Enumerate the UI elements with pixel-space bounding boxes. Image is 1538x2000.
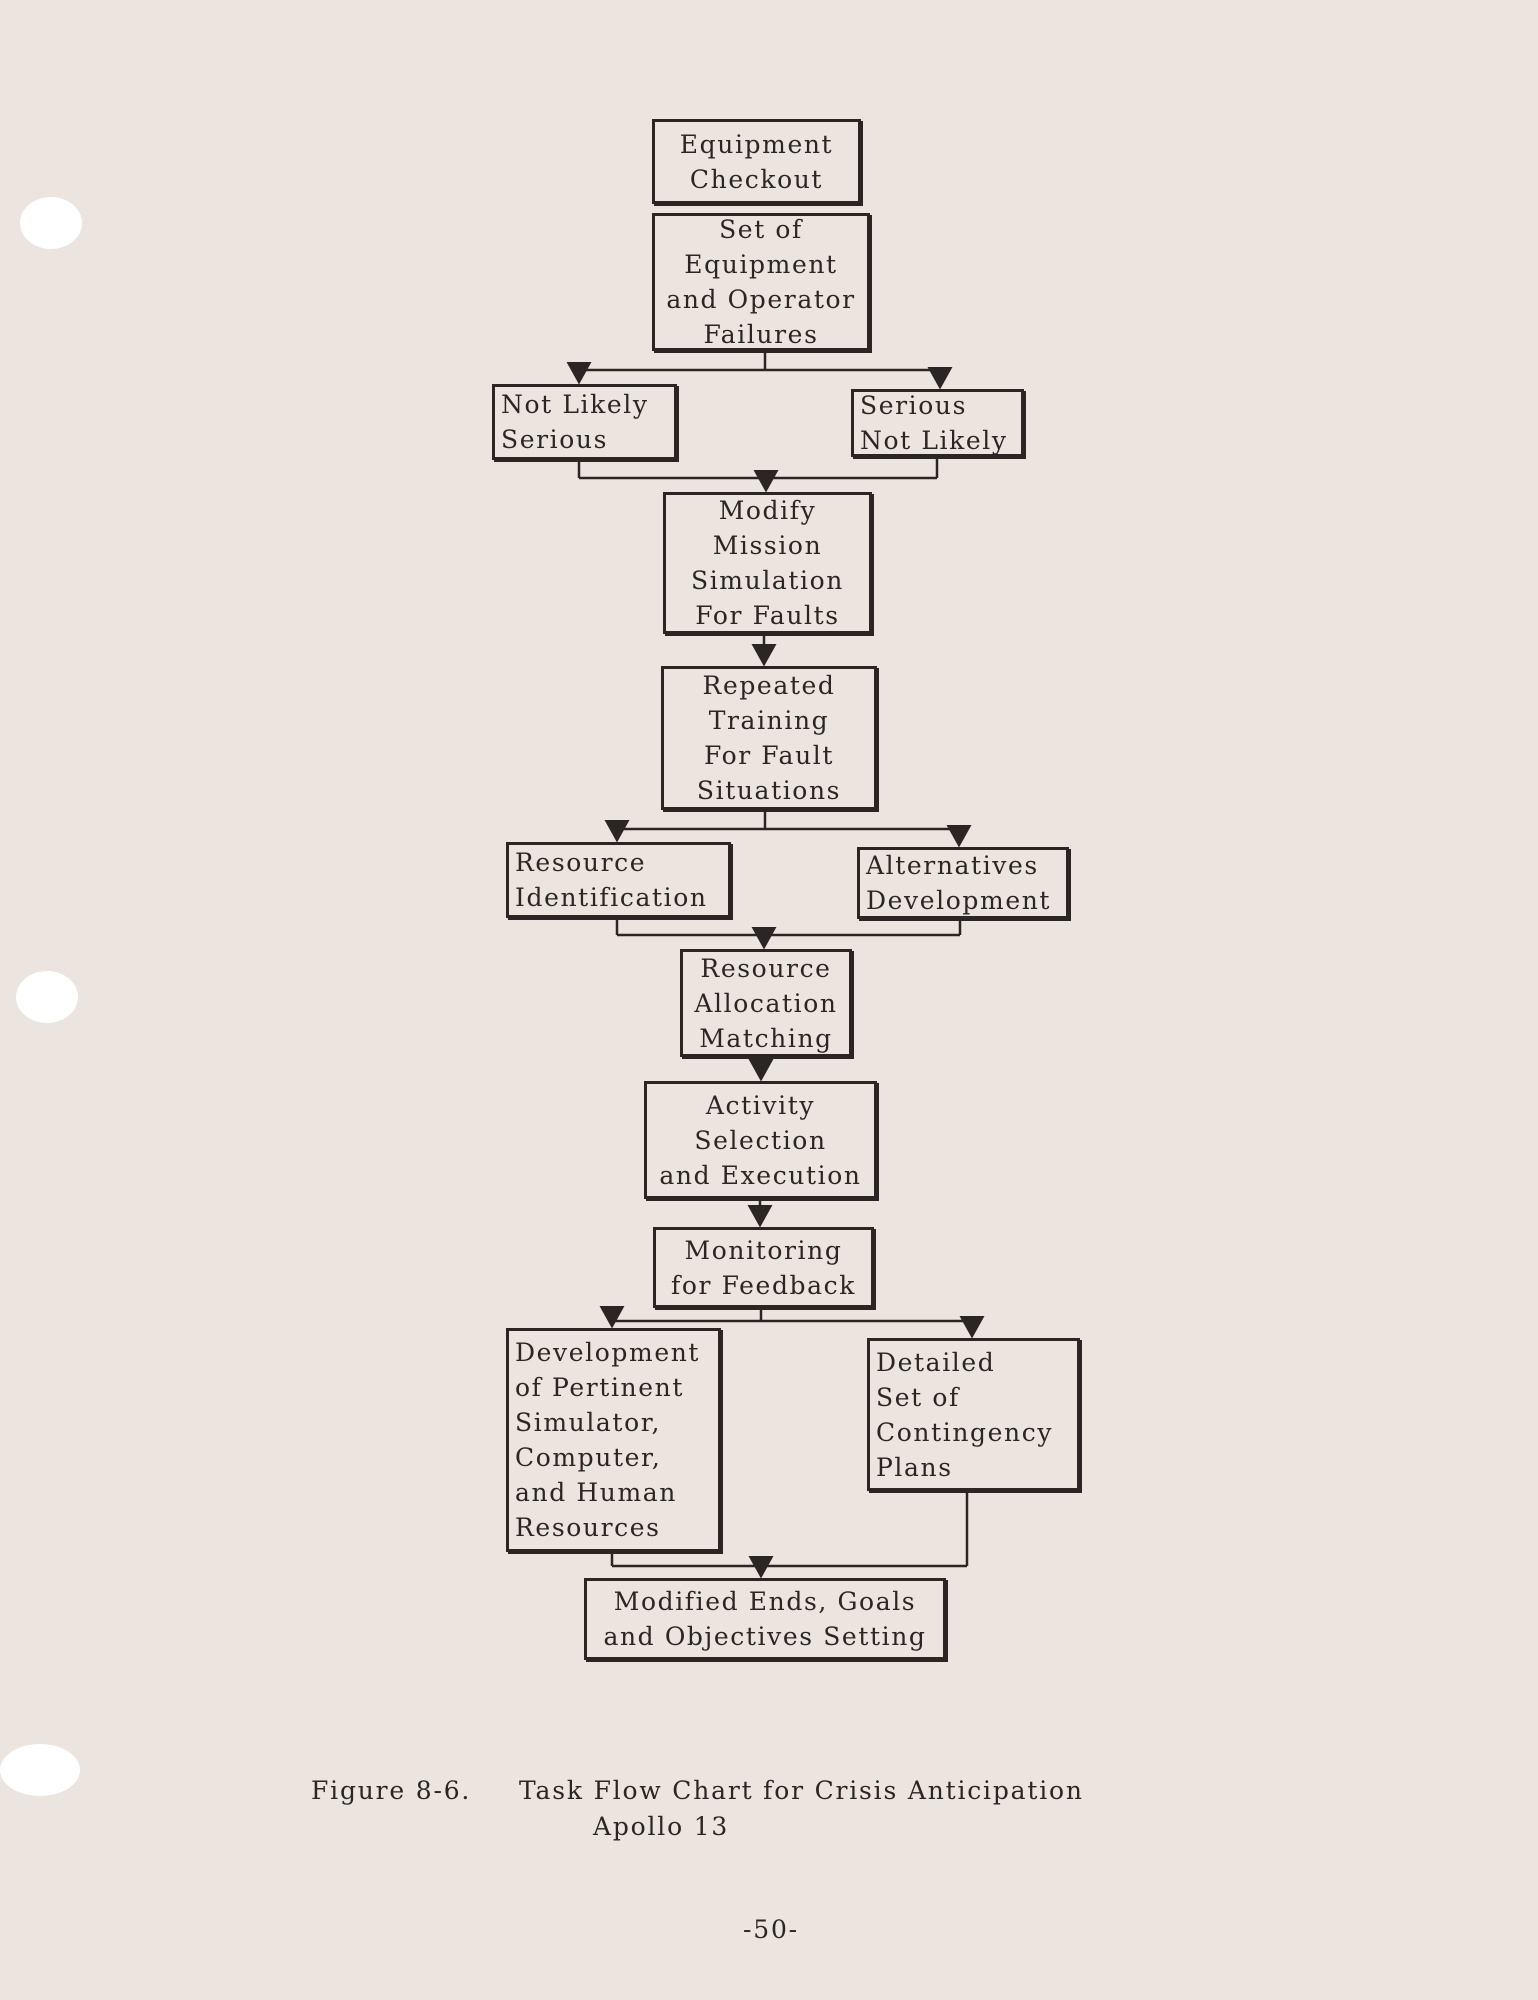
box-text-line: Alternatives bbox=[866, 851, 1039, 880]
box-text-line: and Execution bbox=[659, 1160, 862, 1190]
connector-monitoring-split bbox=[612, 1308, 972, 1323]
box-text-line: Monitoring bbox=[684, 1235, 843, 1265]
box-text-line: Resource bbox=[700, 953, 832, 983]
connector-merge-1 bbox=[577, 457, 939, 480]
box-text-line: Selection bbox=[694, 1125, 827, 1155]
box-text-line: Allocation bbox=[694, 988, 838, 1018]
connector-merge-3 bbox=[610, 1491, 969, 1568]
binder-hole-top bbox=[20, 197, 82, 249]
figure-label: Figure 8-6. bbox=[311, 1776, 472, 1805]
box-text-line: Identification bbox=[515, 883, 708, 912]
box-text-line: Plans bbox=[876, 1453, 953, 1482]
box-text-line: Contingency bbox=[876, 1418, 1054, 1447]
box-text-line: Training bbox=[708, 706, 830, 735]
box-text-line: Simulation bbox=[690, 566, 845, 595]
page-number: -50- bbox=[743, 1915, 799, 1944]
box-monitoring-feedback: Monitoring for Feedback bbox=[653, 1227, 874, 1308]
box-text-line: Set of bbox=[719, 215, 803, 244]
box-text-line: and Human bbox=[515, 1478, 677, 1507]
box-text-line: Checkout bbox=[689, 164, 824, 194]
binder-hole-bottom bbox=[0, 1744, 80, 1796]
box-text-line: and Objectives Setting bbox=[603, 1622, 927, 1651]
box-text-line: For Fault bbox=[703, 741, 835, 770]
box-text-line: Situations bbox=[696, 776, 842, 805]
box-text-line: Repeated bbox=[702, 671, 836, 700]
binder-hole-middle bbox=[16, 971, 78, 1023]
box-text-line: Simulator, bbox=[515, 1408, 662, 1437]
connector-training-split bbox=[617, 810, 959, 831]
box-text-line: Development bbox=[515, 1338, 701, 1367]
figure-title: Task Flow Chart for Crisis Anticipation bbox=[519, 1776, 1084, 1805]
box-text-line: Modified Ends, Goals bbox=[613, 1587, 917, 1616]
figure-subtitle: Apollo 13 bbox=[593, 1812, 730, 1841]
box-text-line: Not Likely bbox=[501, 390, 649, 419]
box-text-line: Matching bbox=[699, 1023, 833, 1053]
box-text-line: Modify bbox=[718, 496, 817, 525]
connector-merge-2 bbox=[615, 918, 962, 937]
box-text-line: Mission bbox=[712, 531, 823, 560]
box-text-line: Development bbox=[866, 886, 1052, 915]
box-text-line: Serious bbox=[860, 391, 968, 420]
box-text-line: Computer, bbox=[515, 1443, 662, 1472]
box-text-line: Detailed bbox=[876, 1348, 996, 1377]
box-modified-ends-goals: Modified Ends, Goals and Objectives Setti… bbox=[584, 1578, 946, 1660]
box-text-line: Resource bbox=[515, 848, 647, 877]
box-text-line: Equipment bbox=[684, 250, 838, 279]
box-text-line: Serious bbox=[501, 425, 609, 454]
box-text-line: Not Likely bbox=[860, 426, 1008, 455]
box-text-line: For Faults bbox=[695, 601, 840, 630]
box-text-line: of Pertinent bbox=[515, 1373, 684, 1402]
box-text-line: and Operator bbox=[666, 285, 856, 314]
connector-failures-split bbox=[579, 351, 940, 372]
box-text-line: Activity bbox=[705, 1090, 816, 1120]
box-text-line: Failures bbox=[703, 320, 819, 349]
box-text-line: for Feedback bbox=[670, 1270, 857, 1300]
box-text-line: Resources bbox=[515, 1513, 661, 1542]
box-text-line: Set of bbox=[876, 1383, 960, 1412]
box-text-line: Equipment bbox=[679, 129, 834, 159]
